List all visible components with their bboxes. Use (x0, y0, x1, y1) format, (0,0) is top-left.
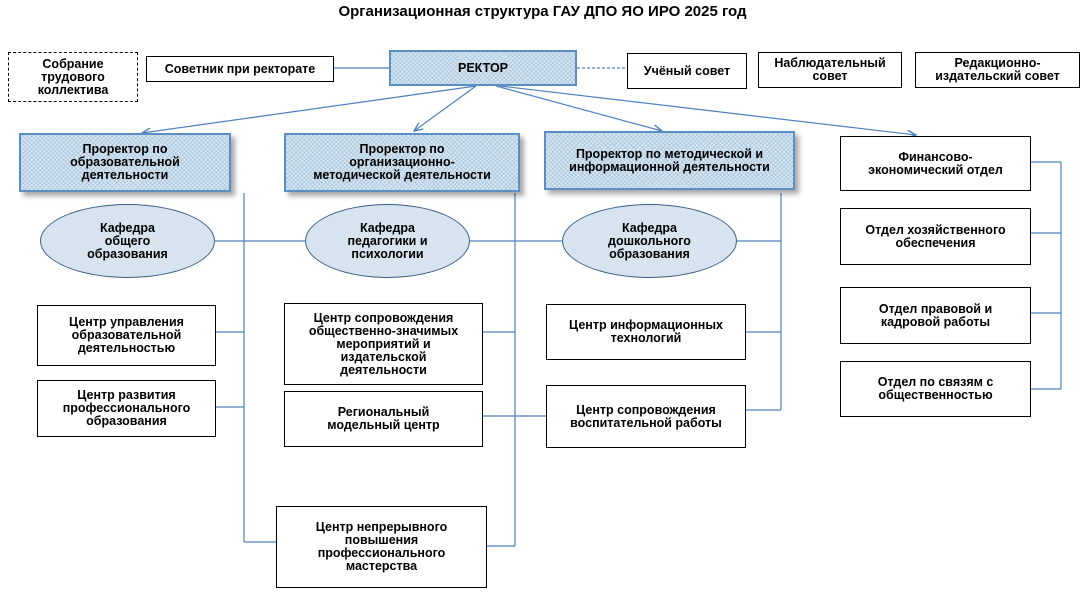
department-preschool: Кафедра дошкольного образования (562, 204, 737, 278)
editorial-council-box: Редакционно- издательский совет (915, 52, 1080, 88)
department-pedagogy: Кафедра педагогики и психологии (305, 204, 470, 278)
advisor-box: Советник при ректорате (146, 56, 334, 82)
arrow-to-vice-organizational (414, 85, 477, 131)
arrow-to-right-column (499, 85, 916, 135)
dept-finance: Финансово- экономический отдел (840, 136, 1031, 191)
dept-household: Отдел хозяйственного обеспечения (840, 208, 1031, 265)
dept-legal-hr: Отдел правовой и кадровой работы (840, 287, 1031, 344)
department-general-education: Кафедра общего образования (40, 204, 215, 278)
page-title: Организационная структура ГАУ ДПО ЯО ИРО… (338, 3, 747, 20)
rector-box: РЕКТОР (389, 50, 577, 86)
center-continuous: Центр непрерывного повышения профессиона… (276, 506, 487, 588)
center-regional-model: Региональный модельный центр (284, 391, 483, 447)
center-professional-dev: Центр развития профессионального образов… (37, 380, 216, 437)
center-upbringing: Центр сопровождения воспитательной работ… (546, 385, 746, 448)
center-public-events: Центр сопровождения общественно-значимых… (284, 303, 483, 385)
supervisory-board-box: Наблюдательный совет (758, 52, 902, 88)
academic-council-box: Учёный совет (627, 53, 747, 89)
center-management: Центр управления образовательной деятель… (37, 305, 216, 366)
arrow-to-vice-methodical (495, 85, 662, 131)
vice-rector-methodical: Проректор по методической и информационн… (544, 131, 795, 190)
center-it: Центр информационных технологий (546, 304, 746, 360)
dept-pr: Отдел по связям с общественностью (840, 361, 1031, 417)
vice-rector-organizational: Проректор по организационно- методическо… (284, 133, 520, 192)
arrow-to-vice-educational (142, 85, 477, 133)
assembly-box: Собрание трудового коллектива (8, 52, 138, 102)
vice-rector-educational: Проректор по образовательной деятельност… (19, 133, 231, 192)
